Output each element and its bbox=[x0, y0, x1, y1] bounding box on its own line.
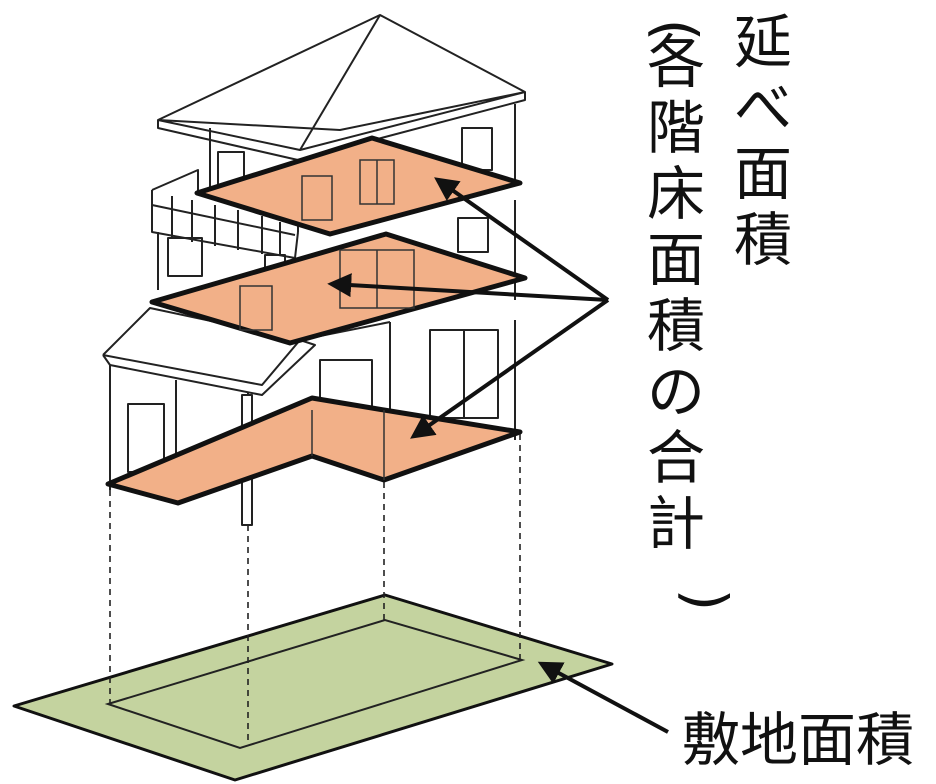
site-plot bbox=[12, 593, 614, 782]
note-char: 階 bbox=[647, 94, 705, 162]
floor-plate-2f bbox=[149, 231, 528, 346]
building-footprint bbox=[104, 618, 526, 750]
floor-plates bbox=[105, 135, 528, 506]
note-char: 各 bbox=[647, 28, 705, 96]
note-char: 床 bbox=[647, 160, 705, 228]
arrow-to-site bbox=[537, 661, 669, 734]
note-char: 面 bbox=[647, 226, 705, 294]
site-area-label: 敷地面積 bbox=[682, 706, 914, 774]
total-floor-area-char: 面 bbox=[734, 140, 792, 208]
floor-plate-1f bbox=[105, 395, 523, 506]
total-floor-area-label: 延 べ 面 積 bbox=[734, 8, 792, 274]
floor-plate-3f bbox=[194, 135, 523, 237]
site-area-plate bbox=[12, 593, 614, 782]
arrow-to-3f bbox=[434, 177, 610, 302]
note-char: 積 bbox=[647, 292, 705, 360]
note-char: の bbox=[647, 358, 705, 426]
floor-area-sum-note: ( 各 階 床 面 積 の 合 計 ) bbox=[642, 19, 740, 612]
projection-lines bbox=[109, 434, 521, 746]
note-char: 計 bbox=[647, 490, 705, 558]
pointer-arrows bbox=[327, 177, 669, 734]
total-floor-area-char: べ bbox=[734, 74, 792, 142]
note-close-paren: ) bbox=[672, 589, 740, 612]
note-char: 合 bbox=[647, 424, 705, 492]
note-open-paren: ( bbox=[642, 19, 710, 42]
arrow-to-2f bbox=[327, 273, 609, 302]
arrow-to-1f bbox=[410, 298, 610, 439]
total-floor-area-char: 積 bbox=[734, 206, 792, 274]
roof bbox=[157, 14, 526, 151]
total-floor-area-char: 延 bbox=[734, 8, 792, 76]
